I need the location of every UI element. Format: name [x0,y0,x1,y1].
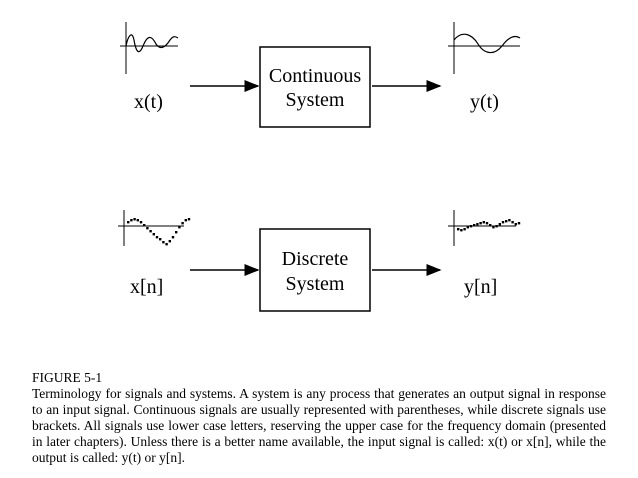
sample-dot [127,221,130,224]
discrete-output-label: y[n] [464,276,497,298]
caption-body: Terminology for signals and systems. A s… [32,386,606,465]
sample-dot [517,222,521,225]
continuous-input-signal-icon [120,22,179,74]
sample-dot [514,223,517,226]
sample-dot [159,238,162,241]
continuous-system-box [259,46,371,128]
sample-dot [143,224,146,227]
sample-dot [162,241,165,244]
sample-dot [498,223,501,226]
signal-system-diagram: x(t) Continuous System y(t) x[n] Discret… [118,22,521,312]
figure-caption: FIGURE 5-1 Terminology for signals and s… [32,370,606,466]
sample-dot [168,240,171,243]
continuous-input-label: x(t) [134,91,163,113]
caption-title: FIGURE 5-1 [32,370,103,385]
sample-dot [495,225,498,228]
discrete-input-label: x[n] [130,276,163,298]
sample-dot [133,218,136,221]
sample-dot [485,222,489,225]
discrete-system-label-line1: Discrete [282,248,349,270]
sample-dot [505,220,508,223]
sample-dot [469,225,473,228]
sample-dot [466,226,469,229]
sample-dot [149,230,152,233]
sample-dot [476,223,479,226]
sample-dot [460,229,463,232]
sample-dot [473,224,476,227]
sample-dot [482,221,485,224]
continuous-output-signal-icon [448,22,521,74]
sample-dot [152,233,155,236]
sample-dot [457,228,460,231]
sample-dot [181,222,184,225]
sample-dot [184,219,187,222]
sample-dot [130,219,133,222]
sample-dot [511,221,514,224]
sample-dot [146,227,149,230]
sample-dot [501,221,505,224]
sample-dot [492,226,495,229]
sample-dot [136,219,139,222]
sample-dot [178,226,181,229]
discrete-system-label-line2: System [286,273,345,295]
continuous-output-label: y(t) [470,91,499,113]
sample-dot [489,224,492,227]
sample-dot [165,243,168,246]
discrete-output-signal-icon [448,210,521,246]
sample-dot [175,231,178,234]
continuous-system-label-line2: System [286,89,345,111]
sample-dot [479,222,482,225]
discrete-system-box [259,228,371,312]
sample-dot [508,219,511,222]
continuous-system-label-line1: Continuous [269,65,361,87]
sample-dot [155,236,159,239]
sample-dot [463,228,466,231]
sample-dot [139,221,143,224]
sample-dot [187,218,191,221]
sample-dot [171,236,175,239]
discrete-input-signal-icon [118,210,191,246]
